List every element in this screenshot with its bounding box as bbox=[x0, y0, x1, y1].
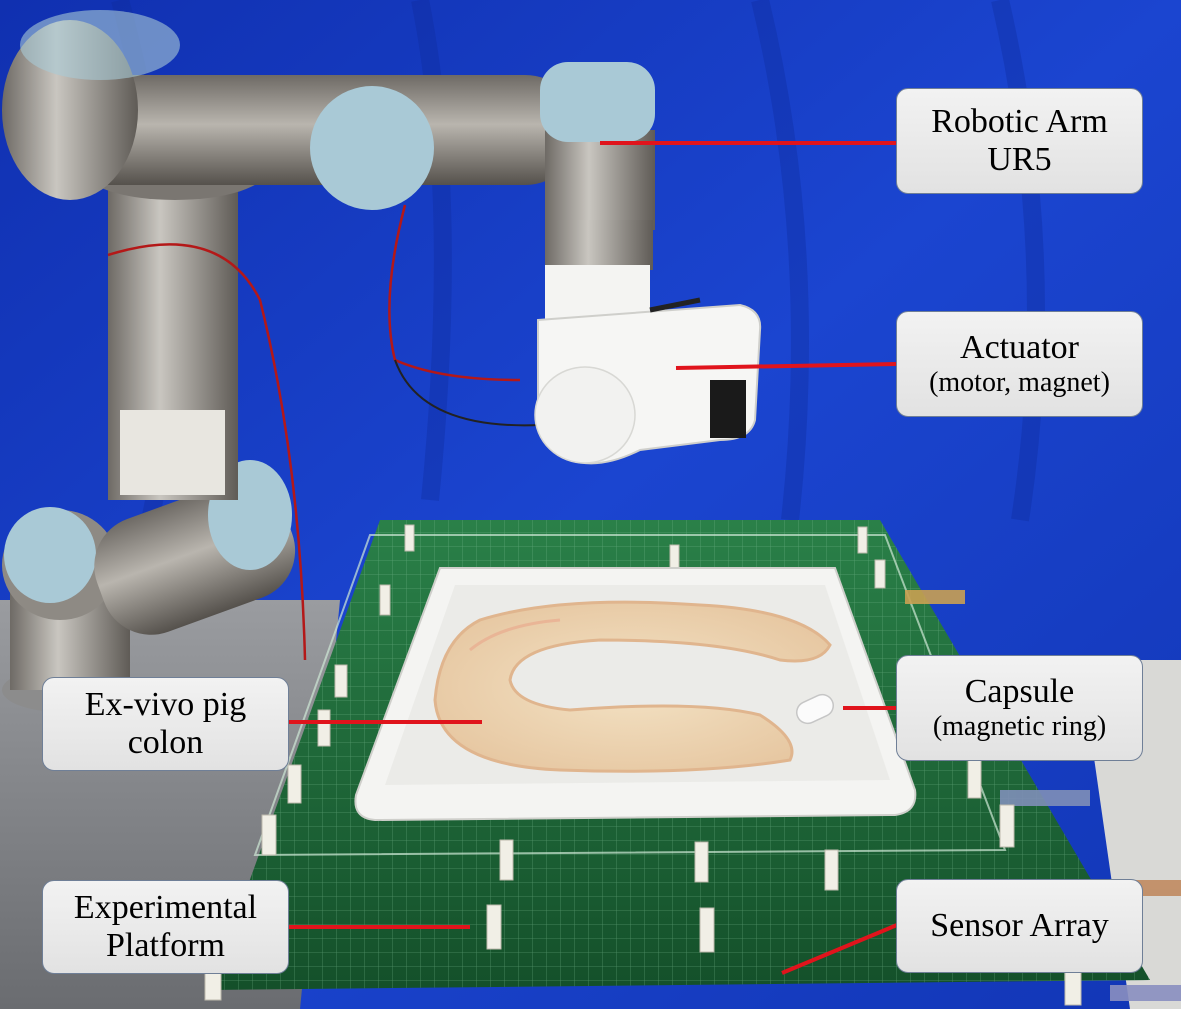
label-colon-line2: colon bbox=[127, 724, 204, 761]
robotic-arm bbox=[2, 10, 655, 661]
label-actuator-line2: (motor, magnet) bbox=[929, 367, 1110, 399]
label-robotic-arm: Robotic Arm UR5 bbox=[896, 88, 1143, 194]
leader-actuator bbox=[675, 362, 898, 370]
label-capsule-line1: Capsule bbox=[964, 673, 1075, 711]
leader-lines bbox=[289, 141, 898, 975]
label-capsule-line2: (magnetic ring) bbox=[932, 711, 1107, 743]
label-capsule: Capsule (magnetic ring) bbox=[896, 655, 1143, 761]
label-platform: Experimental Platform bbox=[42, 880, 289, 974]
label-platform-line1: Experimental bbox=[73, 888, 258, 926]
label-actuator: Actuator (motor, magnet) bbox=[896, 311, 1143, 417]
label-sensor-array-line1: Sensor Array bbox=[930, 906, 1109, 944]
leader-sensor-array bbox=[781, 923, 898, 975]
acrylic-plate bbox=[253, 534, 1007, 857]
label-colon: Ex-vivo pig colon bbox=[42, 677, 289, 771]
label-colon-line1: Ex-vivo pig bbox=[84, 685, 247, 723]
label-actuator-line1: Actuator bbox=[960, 329, 1079, 367]
label-sensor-array: Sensor Array bbox=[896, 879, 1143, 973]
label-platform-line2: Platform bbox=[106, 927, 225, 964]
pig-colon bbox=[433, 600, 832, 773]
label-robotic-arm-line2: UR5 bbox=[987, 141, 1052, 178]
capsule bbox=[795, 693, 835, 725]
label-robotic-arm-line1: Robotic Arm bbox=[931, 102, 1108, 140]
actuator-housing bbox=[534, 297, 762, 465]
